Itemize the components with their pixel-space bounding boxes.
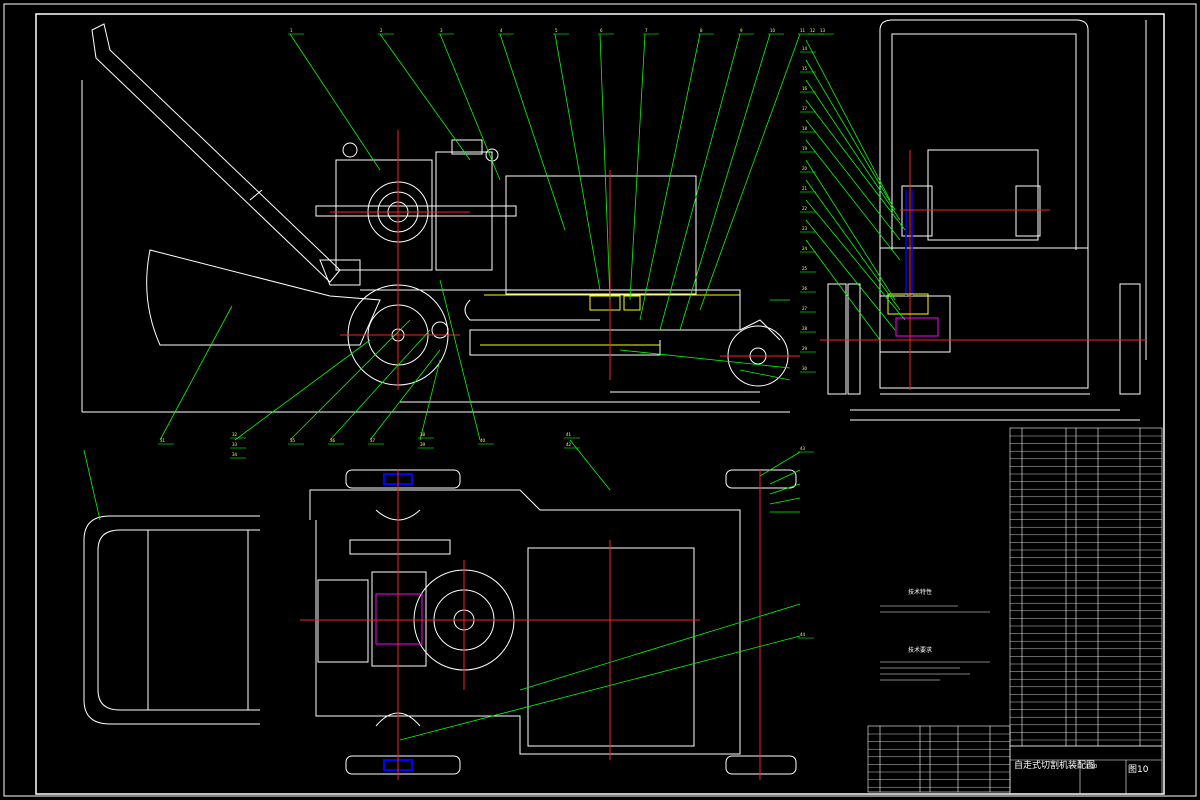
blade-guard — [146, 249, 381, 346]
top-frame — [309, 489, 741, 755]
balloon-28: 28 — [802, 326, 808, 331]
technical-notes: 技术特性 技术要求 — [880, 588, 990, 681]
balloon-10: 10 — [770, 28, 776, 33]
top-centerlines — [300, 470, 761, 780]
balloon-14: 14 — [802, 46, 808, 51]
balloon-22: 22 — [802, 206, 808, 211]
top-handle — [83, 515, 260, 725]
balloon-35: 35 — [290, 438, 296, 443]
balloon-30: 30 — [802, 366, 808, 371]
balloon-42: 42 — [566, 442, 572, 447]
top-wheel-br — [725, 755, 797, 775]
notes-heading-1: 技术特性 — [908, 588, 932, 596]
balloon-4: 4 — [500, 28, 503, 33]
balloon-2: 2 — [380, 28, 383, 33]
drawing-title: 自走式切割机装配图 — [1014, 759, 1095, 771]
top-view — [83, 469, 797, 775]
balloon-25: 25 — [802, 266, 808, 271]
balloon-31: 31 — [160, 438, 166, 443]
side-gearbox — [927, 149, 1039, 241]
side-hidden — [895, 317, 939, 337]
notes-heading-2: 技术要求 — [908, 646, 932, 654]
balloon-9: 9 — [740, 28, 743, 33]
front-centerlines — [330, 130, 800, 390]
balloon-38: 38 — [420, 432, 426, 437]
inner-border — [35, 13, 1165, 795]
side-handle — [879, 19, 1089, 250]
balloon-18: 18 — [802, 126, 808, 131]
balloon-33: 33 — [232, 442, 238, 447]
balloon-21: 21 — [802, 186, 808, 191]
balloon-44: 44 — [800, 632, 806, 637]
parts-list — [867, 427, 1163, 795]
balloon-37: 37 — [370, 438, 376, 443]
balloon-17: 17 — [802, 106, 808, 111]
balloon-11: 11 — [800, 28, 806, 33]
front-view — [81, 23, 790, 413]
title-block: 自走式切割机装配图 图10 1:10 — [1014, 759, 1149, 775]
side-leaders — [805, 39, 906, 341]
balloon-20: 20 — [802, 166, 808, 171]
gearbox — [335, 159, 433, 271]
balloon-19: 19 — [802, 146, 808, 151]
front-sections — [480, 294, 740, 346]
balloon-3: 3 — [440, 28, 443, 33]
top-leaders — [83, 439, 801, 741]
top-gearbox — [317, 579, 369, 663]
top-hidden — [375, 593, 423, 645]
balloon-34: 34 — [232, 452, 238, 457]
top-wheel-tl — [345, 469, 461, 489]
side-centerlines — [820, 150, 1146, 390]
outer-border — [3, 3, 1197, 797]
balloon-labels-right: 14 15 16 17 18 19 20 21 22 23 24 25 26 27 28 29 30 — [800, 46, 816, 373]
balloon-6: 6 — [600, 28, 603, 33]
base-frame — [360, 289, 741, 356]
balloon-40: 40 — [480, 438, 486, 443]
parts-list-rows — [868, 435, 1162, 788]
balloon-labels-bottom: 31 32 33 34 35 36 37 38 39 40 41 42 43 44 — [158, 432, 814, 639]
balloon-29: 29 — [802, 346, 808, 351]
balloon-43: 43 — [800, 446, 806, 451]
top-wheel-tr — [725, 469, 797, 489]
balloon-23: 23 — [802, 226, 808, 231]
balloon-15: 15 — [802, 66, 808, 71]
side-sections — [887, 293, 929, 315]
balloon-7: 7 — [645, 28, 648, 33]
balloon-36: 36 — [330, 438, 336, 443]
top-wheel-bl — [345, 755, 461, 775]
balloon-41: 41 — [566, 432, 572, 437]
balloon-26: 26 — [802, 286, 808, 291]
balloon-16: 16 — [802, 86, 808, 91]
sheet-label: 图10 — [1128, 764, 1149, 775]
balloon-24: 24 — [802, 246, 808, 251]
motor-housing — [505, 175, 697, 295]
scale-label: 1:10 — [1086, 764, 1097, 770]
balloon-8: 8 — [700, 28, 703, 33]
balloon-5: 5 — [555, 28, 558, 33]
front-leaders — [159, 33, 801, 441]
side-blade-housing — [879, 295, 951, 353]
balloon-1: 1 — [290, 28, 293, 33]
side-shaft — [905, 190, 913, 296]
balloon-32: 32 — [232, 432, 238, 437]
top-motor — [527, 547, 695, 747]
balloon-13: 13 — [820, 28, 826, 33]
balloon-27: 27 — [802, 306, 808, 311]
side-view — [827, 19, 1147, 421]
balloon-39: 39 — [420, 442, 426, 447]
balloon-12: 12 — [810, 28, 816, 33]
handle — [91, 23, 341, 283]
